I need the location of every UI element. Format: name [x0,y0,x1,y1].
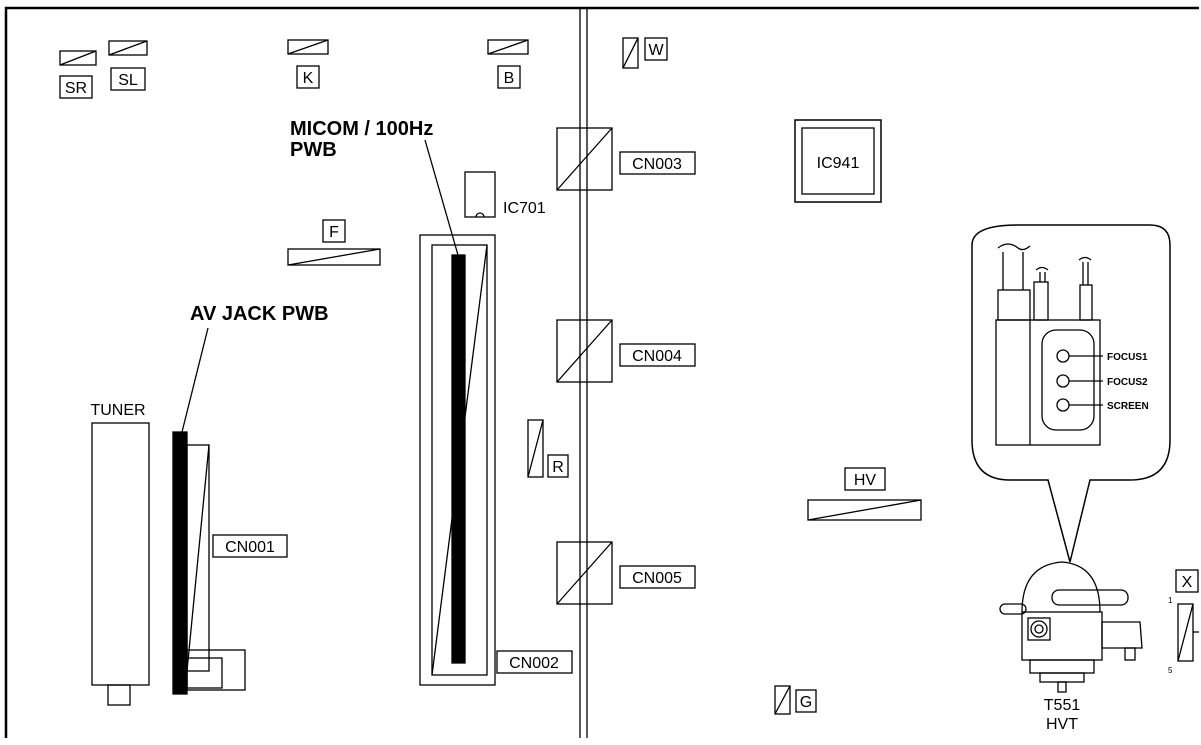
connector-x: X 1 5 [1168,569,1199,675]
board-outline [4,6,1199,738]
label-k: K [303,70,314,87]
label-hv: HV [854,472,877,489]
label-cn003: CN003 [632,156,682,173]
label-screen: SCREEN [1107,401,1149,412]
label-t551: T551 [1044,697,1081,714]
label-cn002: CN002 [509,655,559,672]
connector-k: K [287,39,329,89]
label-cn004: CN004 [632,348,682,365]
label-g: G [800,694,812,711]
label-pin5: 5 [1168,666,1173,675]
label-ic941: IC941 [817,155,860,172]
label-ic701: IC701 [503,200,546,217]
connector-sl: SL [108,40,148,91]
connector-f: F [287,219,381,266]
tuner: TUNER [90,402,150,706]
connector-sr: SR [59,50,97,99]
micom-label-line2: PWB [290,139,337,161]
label-b: B [504,70,515,87]
connector-cn005: CN005 [556,541,696,605]
micom-label-line1: MICOM / 100Hz [290,118,433,140]
label-focus1: FOCUS1 [1107,352,1148,363]
label-tuner: TUNER [90,402,145,419]
micom-board-cn002: CN002 [419,234,573,686]
ic701: IC701 [464,171,546,218]
connector-hv: HV [807,467,922,521]
label-sl: SL [118,72,138,89]
micom-pointer-line [424,139,459,256]
label-w: W [648,42,664,59]
connector-w: W [622,37,668,69]
label-r: R [552,459,564,476]
connector-b: B [487,39,529,89]
label-f: F [329,224,339,241]
ic941: IC941 [794,119,882,203]
av-jack-label: AV JACK PWB [190,303,329,325]
av-jack-board: CN001 [172,431,288,695]
connector-r: R [527,419,569,478]
av-jack-pointer-line [181,327,209,433]
hvt-callout-bubble: FOCUS1 FOCUS2 SCREEN [971,224,1171,563]
label-cn001: CN001 [225,539,275,556]
connector-cn004: CN004 [556,319,696,383]
label-hvt: HVT [1046,716,1078,733]
label-sr: SR [65,80,87,97]
label-pin1: 1 [1168,596,1173,605]
label-cn005: CN005 [632,570,682,587]
t551-hvt-transformer: T551 HVT [999,561,1143,733]
label-focus2: FOCUS2 [1107,377,1148,388]
label-x: X [1182,574,1193,591]
connector-g: G [774,685,817,715]
connector-cn003: CN003 [556,127,696,191]
